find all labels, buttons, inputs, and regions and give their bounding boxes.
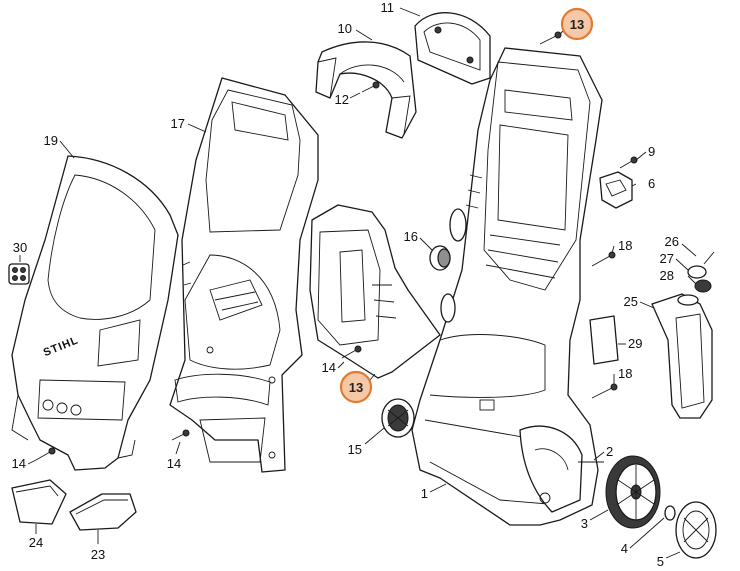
callout-18-upper: 18 <box>618 238 632 253</box>
callout-13-upper: 13 <box>570 17 584 32</box>
callout-16: 16 <box>404 229 418 244</box>
callout-4: 4 <box>621 541 628 556</box>
callout-10: 10 <box>338 21 352 36</box>
screw-part-12 <box>361 81 380 93</box>
screw-part-14-left <box>35 447 56 461</box>
callout-11: 11 <box>381 0 395 15</box>
callout-14-mid: 14 <box>167 456 181 471</box>
callout-13-lower: 13 <box>349 380 363 395</box>
bracket-part-10 <box>315 41 417 139</box>
main-chassis-part-1 <box>411 47 603 526</box>
callout-25: 25 <box>624 294 638 309</box>
callout-6: 6 <box>648 176 655 191</box>
callout-labels: 13 13 11 10 12 17 19 30 9 6 16 18 18 26 … <box>12 0 679 569</box>
callout-23: 23 <box>91 547 105 562</box>
cap-assembly-parts-26-27-28 <box>687 251 715 293</box>
highlight-ring-13-lower <box>339 370 373 404</box>
cap-part-11 <box>414 12 491 85</box>
washer-part-4 <box>664 505 676 521</box>
screw-part-9 <box>619 156 638 169</box>
tray-part-24 <box>11 479 67 525</box>
callout-27: 27 <box>660 251 674 266</box>
screw-part-14-mid <box>171 429 190 441</box>
label-part-29 <box>589 315 619 365</box>
reel-part-15 <box>381 398 415 438</box>
knob-part-16 <box>429 245 451 271</box>
callout-12: 12 <box>335 92 349 107</box>
callout-2: 2 <box>606 444 613 459</box>
tank-part-25 <box>651 293 713 419</box>
callout-24: 24 <box>29 535 43 550</box>
callout-26: 26 <box>665 234 679 249</box>
inner-frame-part-17 <box>169 77 319 473</box>
callout-29: 29 <box>628 336 642 351</box>
badge-part-30 <box>8 263 30 285</box>
screw-part-18-upper <box>591 251 616 267</box>
callout-1: 1 <box>421 486 428 501</box>
callout-28: 28 <box>660 268 674 283</box>
leader-lines <box>19 7 697 559</box>
callout-3: 3 <box>581 516 588 531</box>
callout-18-lower: 18 <box>618 366 632 381</box>
callout-15: 15 <box>348 442 362 457</box>
motor-housing-part <box>309 204 441 379</box>
callout-17: 17 <box>171 116 185 131</box>
clip-part-6 <box>599 171 633 209</box>
callout-30: 30 <box>13 240 27 255</box>
screw-part-18-lower <box>591 383 618 399</box>
callout-14-right: 14 <box>322 360 336 375</box>
callout-5: 5 <box>657 554 664 569</box>
callout-19: 19 <box>44 133 58 148</box>
wheel-part-3 <box>605 455 661 529</box>
callout-9: 9 <box>648 144 655 159</box>
callout-14-left: 14 <box>12 456 26 471</box>
hubcap-part-5 <box>675 501 717 559</box>
highlight-ring-13-upper <box>560 7 594 41</box>
screw-part-14-right <box>341 345 362 359</box>
front-cover-part-19: STIHL <box>11 155 179 471</box>
screw-part-13-upper <box>539 31 562 45</box>
tray-part-23 <box>69 493 137 531</box>
